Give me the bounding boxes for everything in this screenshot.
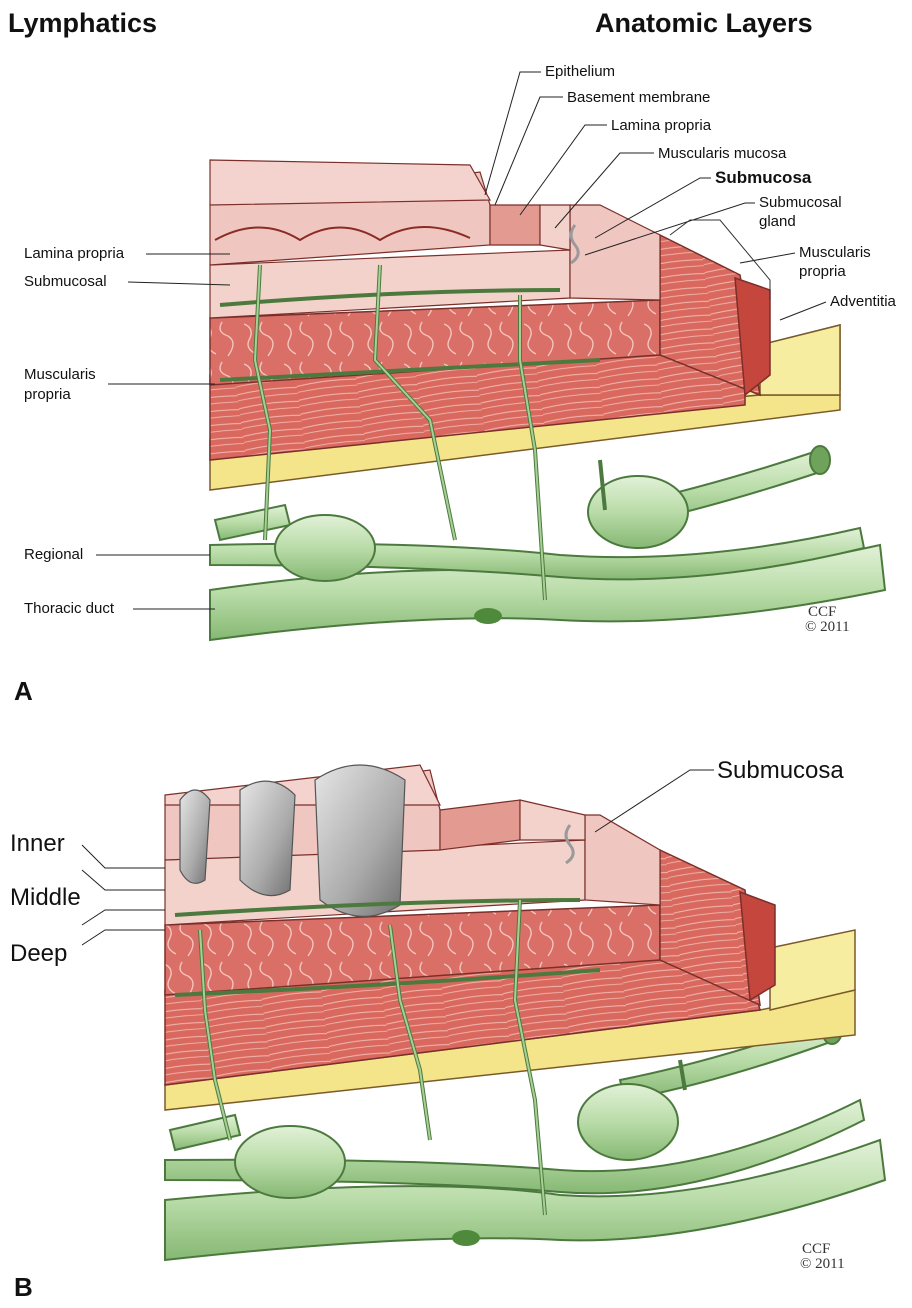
label-muscularis-propria-right-line2: propria [799, 263, 846, 281]
panel-b-illustration [82, 765, 885, 1260]
credit-b-year: © 2011 [800, 1257, 845, 1272]
label-submucosal-left: Submucosal [24, 273, 107, 291]
tumor-shape [240, 781, 295, 896]
label-lamina-propria-left: Lamina propria [24, 245, 124, 263]
label-muscularis-mucosa: Muscularis mucosa [658, 145, 786, 163]
label-epithelium: Epithelium [545, 63, 615, 81]
label-lamina-propria-right: Lamina propria [611, 117, 711, 135]
label-submucosa: Submucosa [715, 169, 811, 187]
panel-a-letter: A [14, 676, 33, 707]
header-right-title: Anatomic Layers [595, 8, 813, 39]
lymph-node [275, 515, 375, 581]
lymph-node [235, 1126, 345, 1198]
label-basement-membrane: Basement membrane [567, 89, 710, 107]
label-submucosal-gland-line2: gland [759, 213, 796, 231]
label-submucosa-b: Submucosa [717, 757, 844, 785]
panel-b-letter: B [14, 1272, 33, 1303]
label-inner: Inner [10, 830, 65, 858]
label-muscularis-propria-left-line2: propria [24, 386, 71, 404]
label-middle: Middle [10, 884, 81, 912]
tumor-shape [315, 765, 405, 916]
credit-b-name: CCF [802, 1242, 830, 1257]
label-regional: Regional [24, 546, 83, 564]
lymph-node [578, 1084, 678, 1160]
label-thoracic-duct: Thoracic duct [24, 600, 114, 618]
label-deep: Deep [10, 940, 67, 968]
label-muscularis-propria-right-line1: Muscularis [799, 244, 871, 262]
credit-a-year: © 2011 [805, 620, 850, 635]
label-submucosal-gland-line1: Submucosal [759, 194, 842, 212]
tumor-shape [180, 790, 210, 883]
credit-a-name: CCF [808, 605, 836, 620]
label-adventitia: Adventitia [830, 293, 896, 311]
label-muscularis-propria-left-line1: Muscularis [24, 366, 96, 384]
header-left-title: Lymphatics [8, 8, 157, 39]
